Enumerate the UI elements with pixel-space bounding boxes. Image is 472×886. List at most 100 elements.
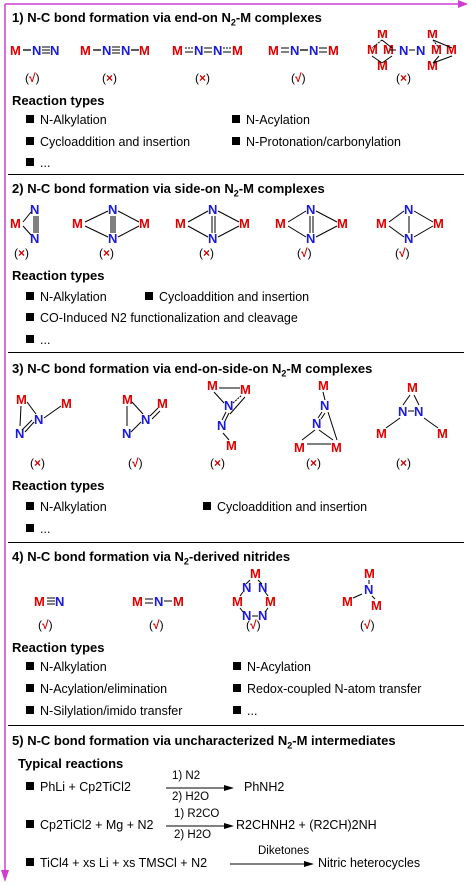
s4-struct-2: M N M <box>132 594 184 609</box>
s2-type-2: Cycloaddition and insertion <box>145 290 309 304</box>
s4-type-2: N-Acylation <box>233 660 311 674</box>
svg-text:N: N <box>121 43 130 58</box>
svg-text:M: M <box>268 43 279 58</box>
s4-type-6: ... <box>233 704 257 718</box>
s2-mark-5: (√) <box>395 246 410 260</box>
svg-text:N: N <box>242 608 251 622</box>
svg-text:N: N <box>154 594 163 609</box>
svg-text:M: M <box>34 594 45 609</box>
section-2-title: 2) N-C bond formation via side-on N2-M c… <box>12 181 325 199</box>
svg-text:N: N <box>213 43 222 58</box>
svg-text:N: N <box>55 594 64 609</box>
s5-reaction-3-rhs: Nitric heterocycles <box>318 856 421 870</box>
svg-text:M: M <box>157 396 168 411</box>
svg-text:N: N <box>30 231 39 246</box>
s5-reaction-2-arrow <box>166 823 234 829</box>
svg-text:N: N <box>50 43 59 58</box>
svg-text:N: N <box>32 43 41 58</box>
s2-struct-4: M N N M <box>275 202 348 246</box>
svg-text:N: N <box>306 202 315 217</box>
s2-struct-5: M N N M <box>376 202 444 246</box>
svg-text:N: N <box>290 43 299 58</box>
svg-text:M: M <box>132 594 143 609</box>
svg-text:N: N <box>108 231 117 246</box>
svg-text:M: M <box>239 216 250 231</box>
section-4-title: 4) N-C bond formation via N2-derived nit… <box>12 549 291 567</box>
s1-struct-3: M N N M <box>172 43 243 58</box>
s4-struct-4: M N M M <box>342 566 382 613</box>
s1-mark-5: (×) <box>396 71 412 85</box>
svg-text:M: M <box>226 438 237 453</box>
s5-reaction-2-above: 1) R2CO <box>174 808 220 820</box>
svg-text:M: M <box>240 382 251 397</box>
s3-mark-3: (×) <box>210 456 226 470</box>
svg-text:M: M <box>72 216 83 231</box>
s1-reaction-types-label: Reaction types <box>12 93 105 108</box>
svg-text:M: M <box>232 43 243 58</box>
svg-text:M: M <box>61 396 72 411</box>
s1-type-2: N-Acylation <box>232 113 310 127</box>
s4-type-1: N-Alkylation <box>26 660 107 674</box>
s2-type-4: ... <box>26 333 50 347</box>
s3-mark-2: (√) <box>128 456 143 470</box>
svg-text:M: M <box>433 216 444 231</box>
svg-text:M: M <box>207 378 218 393</box>
svg-text:M: M <box>16 392 27 407</box>
s3-type-3: ... <box>26 522 50 536</box>
s5-reaction-1-below: 2) H2O <box>172 791 210 803</box>
svg-text:N: N <box>224 398 233 413</box>
s2-mark-1: (×) <box>14 246 30 260</box>
s4-mark-3: (√) <box>246 618 261 632</box>
svg-text:M: M <box>376 426 387 441</box>
svg-text:N: N <box>208 202 217 217</box>
s1-struct-5: M M M M N N M M M M <box>367 30 457 73</box>
svg-text:N: N <box>122 426 131 441</box>
svg-text:M: M <box>318 378 329 393</box>
divider-1 <box>8 174 464 175</box>
s4-type-3: N-Acylation/elimination <box>26 682 167 696</box>
s5-reaction-3-above: Diketones <box>258 845 310 857</box>
s1-mark-3: (×) <box>195 71 211 85</box>
s5-reaction-1-above: 1) N2 <box>172 770 201 782</box>
svg-text:M: M <box>371 598 382 613</box>
svg-text:N: N <box>258 608 267 622</box>
svg-text:M: M <box>250 566 261 581</box>
svg-text:M: M <box>367 42 378 57</box>
s2-reaction-types-label: Reaction types <box>12 268 105 283</box>
section-3-structures: M N N M M N N M M M N N M <box>15 378 448 454</box>
s5-reaction-1-lhs: PhLi + Cp2TiCl2 <box>26 780 131 794</box>
svg-text:N: N <box>404 231 413 246</box>
svg-text:N: N <box>364 582 373 597</box>
s3-mark-1: (×) <box>30 456 46 470</box>
s2-struct-1: M N N <box>10 202 39 246</box>
s5-reaction-3-arrow <box>230 861 314 867</box>
svg-text:N: N <box>404 202 413 217</box>
s1-struct-2: M N N M <box>80 43 150 58</box>
svg-text:N: N <box>208 231 217 246</box>
s1-type-3: Cycloaddition and insertion <box>26 135 190 149</box>
section-4-structures: M N M N M M N N M M N N M N M M <box>34 566 382 622</box>
svg-text:N: N <box>194 43 203 58</box>
s1-type-5: ... <box>26 156 50 170</box>
svg-text:M: M <box>175 216 186 231</box>
svg-text:M: M <box>427 30 438 41</box>
svg-text:N: N <box>416 43 425 58</box>
svg-text:M: M <box>337 216 348 231</box>
svg-text:M: M <box>377 58 388 73</box>
s2-type-3: CO-Induced N2 functionalization and clea… <box>26 311 298 325</box>
svg-text:M: M <box>10 43 21 58</box>
s2-struct-2: M N N M <box>72 202 150 246</box>
s2-mark-3: (×) <box>199 246 215 260</box>
svg-text:N: N <box>102 43 111 58</box>
s3-struct-4: M N N M M <box>294 378 342 454</box>
svg-text:M: M <box>437 426 448 441</box>
s3-type-1: N-Alkylation <box>26 500 107 514</box>
svg-text:M: M <box>376 216 387 231</box>
svg-text:N: N <box>312 416 321 431</box>
s4-struct-1: M N <box>34 594 64 609</box>
s1-mark-4: (√) <box>291 71 306 85</box>
svg-text:M: M <box>139 43 150 58</box>
s2-mark-4: (√) <box>297 246 312 260</box>
s5-reaction-3-lhs: TiCl4 + xs Li + xs TMSCl + N2 <box>26 856 207 870</box>
svg-text:M: M <box>232 594 243 609</box>
